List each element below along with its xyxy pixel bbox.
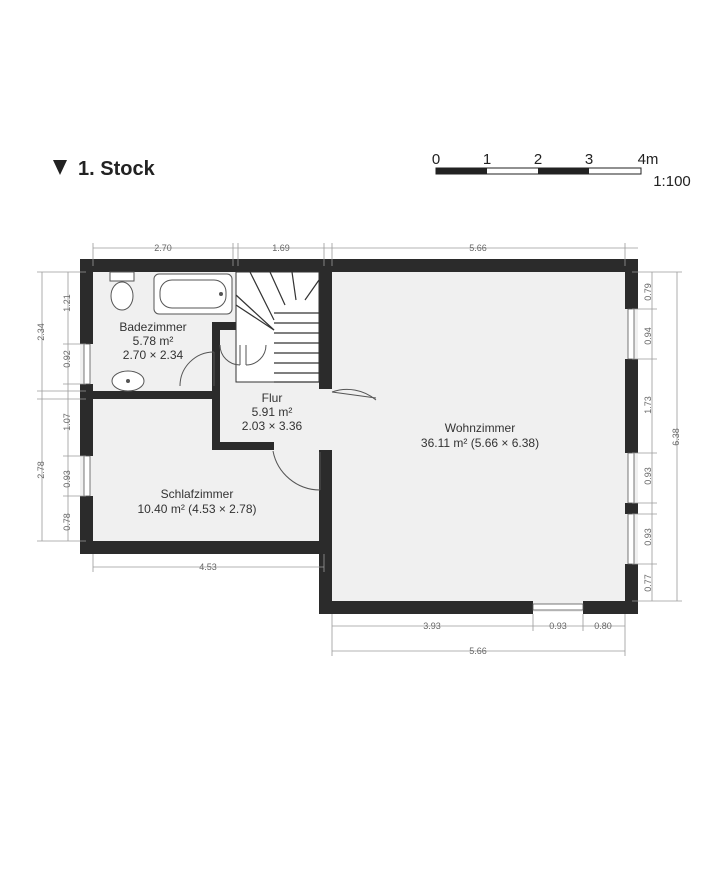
window-wohn-1	[627, 308, 635, 360]
dim-right-inner-3: 1.73	[643, 396, 653, 414]
collapse-triangle-icon[interactable]	[53, 160, 67, 175]
doors	[179, 344, 377, 491]
bathroom-fixtures	[109, 271, 233, 392]
floor-header: 1. Stock	[53, 158, 156, 180]
window-schlaf	[83, 455, 91, 497]
room-flur-dims: 2.03 × 3.36	[242, 419, 303, 433]
scale-tick-1: 1	[483, 151, 491, 168]
dim-left-inner-4: 0.93	[62, 470, 72, 488]
room-bad-area: 5.78 m²	[133, 334, 174, 348]
dim-right-inner-1: 0.79	[643, 283, 653, 301]
dim-right-inner-2: 0.94	[643, 327, 653, 345]
scale-bar: 0 1 2 3 4m 1:100	[432, 151, 691, 190]
room-flur-area: 5.91 m²	[252, 405, 293, 419]
scale-tick-3: 3	[585, 151, 593, 168]
dim-mid: 4.53	[199, 562, 217, 572]
window-wohn-2	[627, 452, 635, 504]
dim-right-inner-4: 0.93	[643, 467, 653, 485]
windows	[83, 308, 635, 611]
dim-top-wohn: 5.66	[469, 243, 487, 253]
dim-top-flur: 1.69	[272, 243, 290, 253]
dim-bottom-3: 0.80	[594, 621, 612, 631]
dim-right-inner-6: 0.77	[643, 574, 653, 592]
room-wohn-area: 36.11 m² (5.66 × 6.38)	[421, 436, 539, 450]
room-bad-dims: 2.70 × 2.34	[123, 348, 184, 362]
room-schlaf-area: 10.40 m² (4.53 × 2.78)	[137, 502, 256, 516]
scale-ratio: 1:100	[653, 173, 691, 190]
scale-tick-0: 0	[432, 151, 440, 168]
room-wohn-name: Wohnzimmer	[445, 421, 515, 435]
dim-left-schlaf: 2.78	[36, 461, 46, 479]
window-wohn-3	[627, 513, 635, 565]
dim-right-inner-5: 0.93	[643, 528, 653, 546]
dim-bottom-2: 0.93	[549, 621, 567, 631]
dim-left-inner-5: 0.78	[62, 513, 72, 531]
room-flur-name: Flur	[262, 391, 283, 405]
dim-right-outer: 6.38	[671, 428, 681, 446]
scale-tick-4: 4m	[638, 151, 659, 168]
dim-left-inner-3: 1.07	[62, 413, 72, 431]
dimension-lines: 2.70 1.69 5.66 2.34 2.78 1.21 0.92 1.07 …	[36, 243, 682, 656]
room-bad-name: Badezimmer	[119, 320, 186, 334]
dim-left-inner-1: 1.21	[62, 294, 72, 312]
window-wohn-bottom	[532, 603, 584, 611]
scale-tick-2: 2	[534, 151, 542, 168]
window-bad	[83, 343, 91, 385]
walls	[80, 259, 638, 614]
dim-left-bad: 2.34	[36, 323, 46, 341]
dim-top-bad: 2.70	[154, 243, 172, 253]
dim-left-inner-2: 0.92	[62, 350, 72, 368]
room-schlaf-name: Schlafzimmer	[161, 487, 234, 501]
room-labels: Badezimmer 5.78 m² 2.70 × 2.34 Flur 5.91…	[119, 320, 539, 516]
stairs	[235, 271, 320, 383]
dim-bottom-1: 3.93	[423, 621, 441, 631]
floor-title: 1. Stock	[78, 158, 156, 180]
dim-bottom-total: 5.66	[469, 646, 487, 656]
